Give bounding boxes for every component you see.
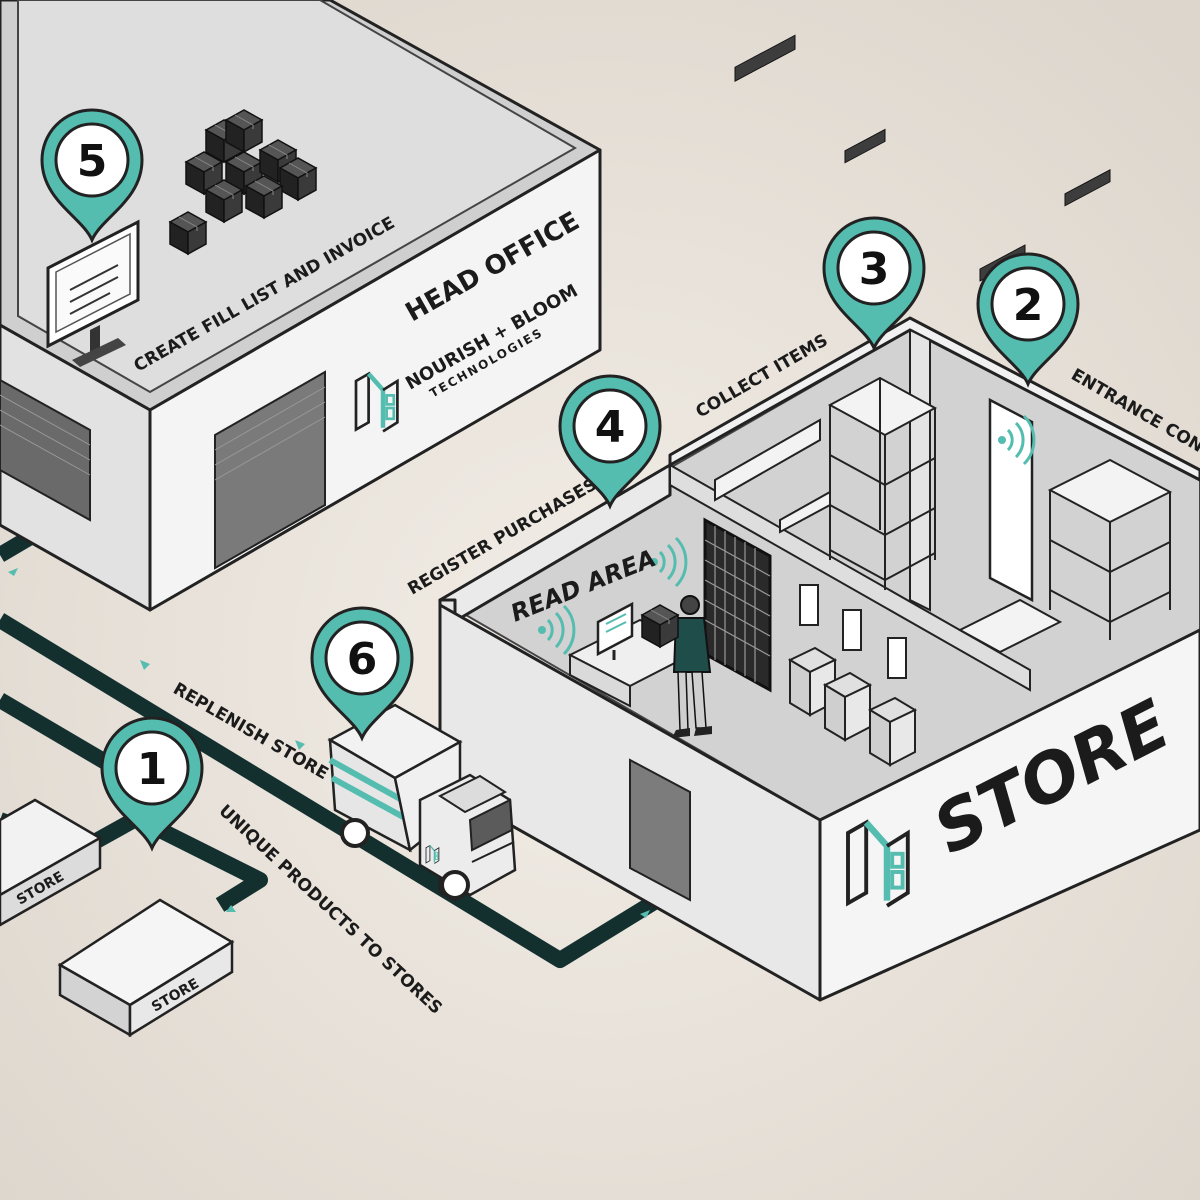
- monitor-icon: [46, 219, 140, 367]
- map-pin-icon: 5: [40, 108, 144, 242]
- map-pin-icon: 1: [100, 716, 204, 850]
- step-2-number: 2: [1013, 280, 1044, 331]
- shelf-icon: [714, 376, 1173, 654]
- self-checkout-kiosk-icon: [787, 584, 918, 767]
- head-office-building: HEAD OFFICE NOURISH + BLOOM TECHNOLOGIES: [0, 0, 602, 612]
- map-pin-icon: 3: [822, 216, 926, 350]
- step-5-number: 5: [77, 136, 108, 187]
- map-pin-icon: 6: [310, 606, 414, 740]
- step-6-number: 6: [347, 634, 378, 685]
- product-box: [641, 604, 679, 648]
- map-pin-icon: 2: [976, 252, 1080, 386]
- step-3-number: 3: [859, 244, 890, 295]
- map-pin-icon: 4: [558, 374, 662, 508]
- register-monitor-icon: [596, 601, 634, 660]
- delivery-truck-icon: [327, 703, 517, 900]
- store-building: READ AREA STORE: [437, 34, 1200, 1002]
- step-1-number: 1: [137, 744, 168, 795]
- small-store-2: STORE: [57, 898, 235, 1038]
- security-gate: [703, 517, 772, 693]
- step-4-number: 4: [595, 402, 626, 453]
- small-store-1: STORE: [0, 798, 103, 927]
